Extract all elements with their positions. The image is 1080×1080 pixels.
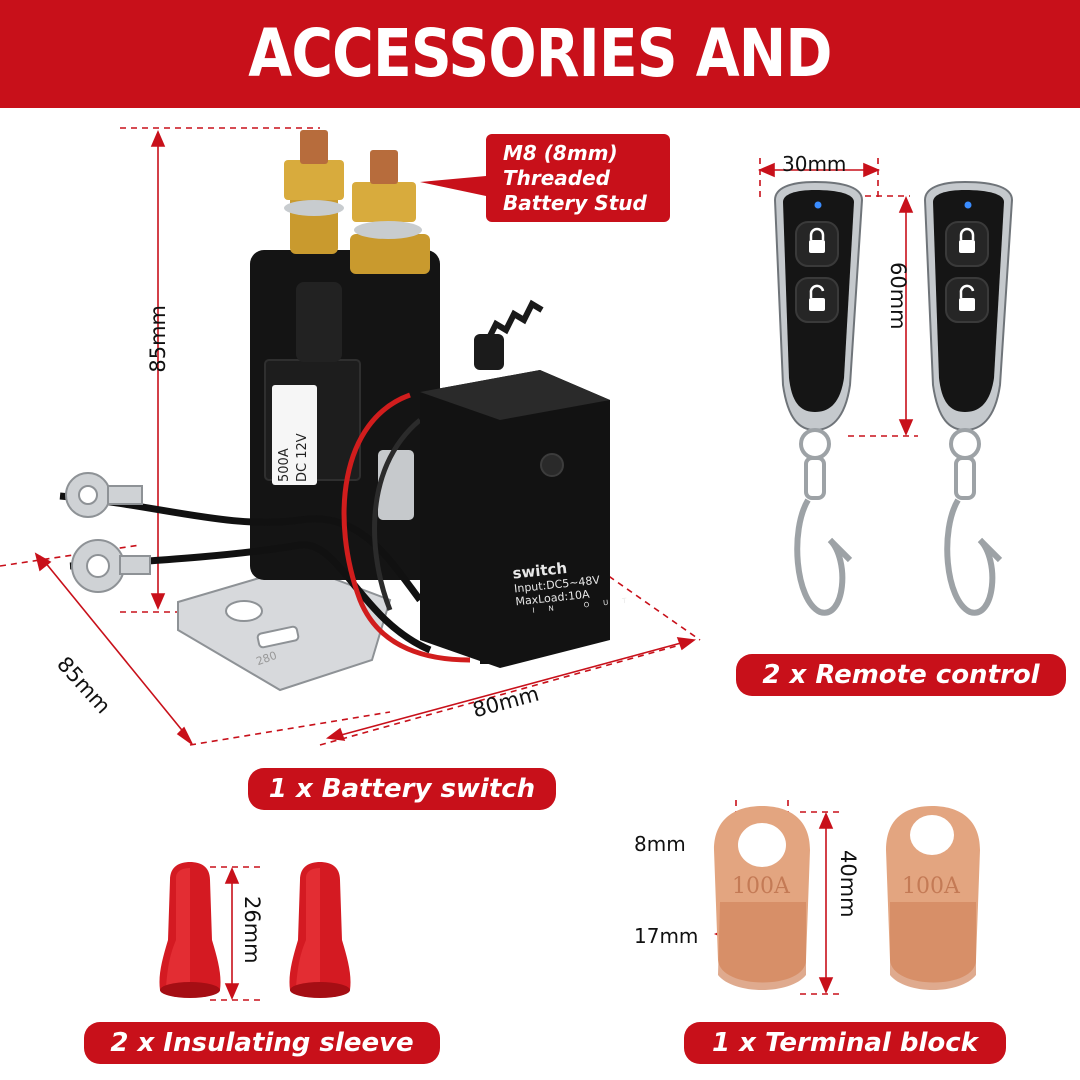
remote-control-label: 2 x Remote control bbox=[736, 654, 1066, 696]
sleeve-height-dim: 26mm bbox=[240, 896, 264, 964]
insulating-sleeve-label: 2 x Insulating sleeve bbox=[84, 1022, 440, 1064]
callout-line-2: Threaded bbox=[503, 166, 611, 190]
callout-line-3: Battery Stud bbox=[503, 191, 647, 215]
remote-width-dim: 30mm bbox=[782, 152, 847, 176]
stud-callout: M8 (8mm) Threaded Battery Stud bbox=[486, 134, 670, 222]
terminal-block-label: 1 x Terminal block bbox=[684, 1022, 1006, 1064]
terminal-hole-dim: 8mm bbox=[634, 832, 686, 856]
battery-switch-label: 1 x Battery switch bbox=[248, 768, 556, 810]
terminal-marking-1: 100A bbox=[732, 874, 790, 899]
remote-height-dim: 60mm bbox=[886, 262, 910, 330]
callout-line-1: M8 (8mm) bbox=[503, 141, 618, 165]
terminal-length-dim: 40mm bbox=[836, 850, 860, 918]
header-banner bbox=[0, 0, 1080, 108]
terminal-marking-2: 100A bbox=[902, 874, 960, 899]
page-title: ACCESSORIES AND DIMENSIONS bbox=[248, 15, 832, 176]
terminal-width-dim: 17mm bbox=[634, 924, 699, 948]
